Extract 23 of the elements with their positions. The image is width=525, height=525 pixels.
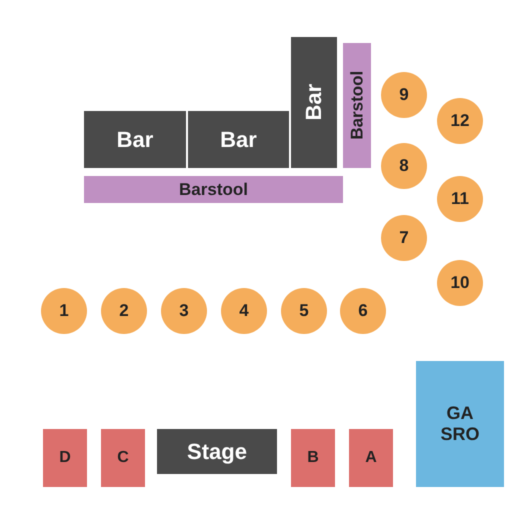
table-circle: 7: [381, 215, 427, 261]
table-circle: 2: [101, 288, 147, 334]
table-circle: 9: [381, 72, 427, 118]
table-circle: 12: [437, 98, 483, 144]
table-circle: 1: [41, 288, 87, 334]
bar-block: Bar: [188, 111, 289, 168]
bar-block: Bar: [291, 37, 337, 168]
seating-section: C: [101, 429, 145, 487]
seating-section: B: [291, 429, 335, 487]
table-circle: 3: [161, 288, 207, 334]
table-circle: 6: [340, 288, 386, 334]
table-circle: 5: [281, 288, 327, 334]
seating-section: D: [43, 429, 87, 487]
seating-section: A: [349, 429, 393, 487]
table-circle: 11: [437, 176, 483, 222]
barstool-strip: Barstool: [84, 176, 343, 203]
stage-block: Stage: [157, 429, 277, 474]
table-circle: 8: [381, 143, 427, 189]
table-circle: 10: [437, 260, 483, 306]
standing-area: GA SRO: [416, 361, 504, 487]
table-circle: 4: [221, 288, 267, 334]
barstool-strip: Barstool: [343, 43, 371, 168]
bar-block: Bar: [84, 111, 186, 168]
